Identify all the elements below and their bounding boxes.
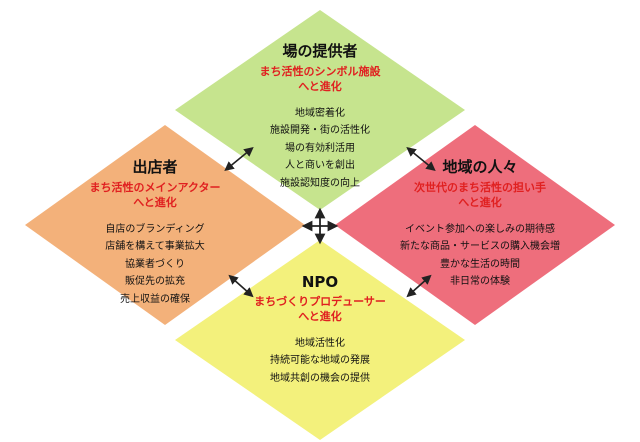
npo-role: まちづくりプロデューサー へと進化	[254, 295, 386, 323]
list-item: 持続可能な地域の発展	[270, 355, 370, 367]
list-item: 豊かな生活の時間	[440, 258, 520, 270]
store-owner-panel: 出店者 まち活性のメインアクター へと進化 自店のブランディング 店舗を構えて事…	[55, 156, 255, 308]
venue-provider-panel: 場の提供者 まち活性のシンボル施設 へと進化 地域密着化 施設開発・街の活性化 …	[200, 40, 440, 192]
diamond-right-local-people	[335, 125, 615, 325]
center-four-way-arrow-icon	[301, 207, 339, 245]
list-item: 地域共創の機会の提供	[270, 372, 370, 384]
list-item: 場の有効利活用	[285, 142, 355, 154]
list-item: 店舗を構えて事業拡大	[105, 241, 205, 253]
list-item: 自店のブランディング	[105, 223, 205, 235]
list-item: 施設開発・街の活性化	[270, 125, 370, 137]
venue-provider-title: 場の提供者	[282, 42, 358, 60]
venue-provider-role: まち活性のシンボル施設 へと進化	[259, 65, 381, 93]
arrow-top-right	[406, 146, 436, 172]
local-people-items: イベント参加への楽しみの期待感 新たな商品・サービスの購入機会増 豊かな生活の時…	[380, 221, 580, 291]
local-people-role: 次世代のまち活性の担い手 へと進化	[414, 181, 546, 209]
local-people-title: 地域の人々	[442, 158, 518, 176]
list-item: 地域活性化	[295, 337, 345, 349]
list-item: 施設認知度の向上	[280, 177, 360, 189]
local-people-panel: 地域の人々 次世代のまち活性の担い手 へと進化 イベント参加への楽しみの期待感 …	[380, 156, 580, 291]
list-item: 地域密着化	[295, 107, 345, 119]
list-item: 新たな商品・サービスの購入機会増	[400, 241, 560, 253]
list-item: 非日常の体験	[450, 276, 510, 288]
list-item: 人と商いを創出	[285, 160, 355, 172]
arrow-top-left	[224, 146, 254, 172]
arrow-left-bottom	[228, 274, 254, 298]
venue-provider-items: 地域密着化 施設開発・街の活性化 場の有効利活用 人と商いを創出 施設認知度の向…	[200, 105, 440, 193]
npo-title: NPO	[301, 273, 339, 291]
npo-panel: NPO まちづくりプロデューサー へと進化 地域活性化 持続可能な地域の発展 地…	[200, 273, 440, 387]
list-item: 協業者づくり	[125, 258, 185, 270]
store-owner-items: 自店のブランディング 店舗を構えて事業拡大 協業者づくり 販促先の拡充 売上収益…	[55, 221, 255, 309]
arrow-right-bottom	[406, 274, 432, 298]
list-item: 売上収益の確保	[120, 293, 190, 305]
list-item: イベント参加への楽しみの期待感	[405, 223, 555, 235]
npo-items: 地域活性化 持続可能な地域の発展 地域共創の機会の提供	[200, 335, 440, 388]
store-owner-role: まち活性のメインアクター へと進化	[89, 181, 221, 209]
store-owner-title: 出店者	[132, 158, 178, 176]
list-item: 販促先の拡充	[125, 276, 185, 288]
